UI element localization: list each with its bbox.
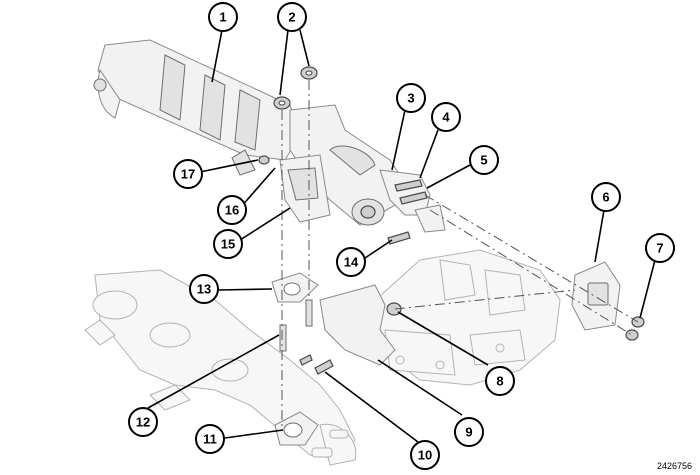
- callout-14-label: 14: [344, 255, 359, 270]
- callout-2-label: 2: [288, 10, 295, 25]
- callout-17: 17: [173, 159, 203, 189]
- callout-1-label: 1: [219, 10, 226, 25]
- callout-7: 7: [645, 233, 675, 263]
- gasket-upper: [271, 272, 319, 303]
- callout-17-label: 17: [181, 167, 195, 182]
- callout-12: 12: [128, 407, 158, 437]
- egr-bracket: [279, 154, 331, 223]
- callout-15-label: 15: [221, 237, 235, 252]
- heat-shield-bracket: [571, 261, 621, 331]
- studs: [279, 299, 313, 352]
- egr-valve-housing: [289, 104, 446, 233]
- engine-block-ghost: [369, 249, 561, 386]
- callout-9-label: 9: [465, 425, 472, 440]
- callout-3: 3: [396, 83, 426, 113]
- callout-15: 15: [213, 229, 243, 259]
- assembly-lines: [281, 80, 639, 430]
- heat-shield: [319, 284, 396, 366]
- callout-4: 4: [431, 102, 461, 132]
- callout-5-label: 5: [480, 153, 487, 168]
- callout-16-label: 16: [225, 203, 239, 218]
- callout-13: 13: [189, 274, 219, 304]
- callout-8-label: 8: [496, 374, 503, 389]
- callout-2: 2: [277, 2, 307, 32]
- callout-8: 8: [485, 366, 515, 396]
- callout-14: 14: [336, 247, 366, 277]
- bolts: [299, 179, 428, 375]
- callout-13-label: 13: [197, 282, 211, 297]
- callout-1: 1: [208, 2, 238, 32]
- figure-id: 2426756: [656, 461, 692, 471]
- callout-7-label: 7: [656, 241, 663, 256]
- egr-cooler: [93, 39, 301, 176]
- callout-5: 5: [469, 145, 499, 175]
- callout-3-label: 3: [407, 91, 414, 106]
- callout-11-label: 11: [203, 432, 217, 447]
- callout-6-label: 6: [602, 190, 609, 205]
- gasket-lower: [274, 411, 319, 446]
- callout-9: 9: [454, 417, 484, 447]
- callout-4-label: 4: [442, 110, 450, 125]
- callout-11: 11: [195, 424, 225, 454]
- callout-16: 16: [217, 195, 247, 225]
- callout-12-label: 12: [136, 415, 150, 430]
- callout-10-label: 10: [418, 448, 432, 463]
- callout-10: 10: [410, 440, 440, 470]
- callout-6: 6: [591, 182, 621, 212]
- leader-lines: [147, 29, 656, 443]
